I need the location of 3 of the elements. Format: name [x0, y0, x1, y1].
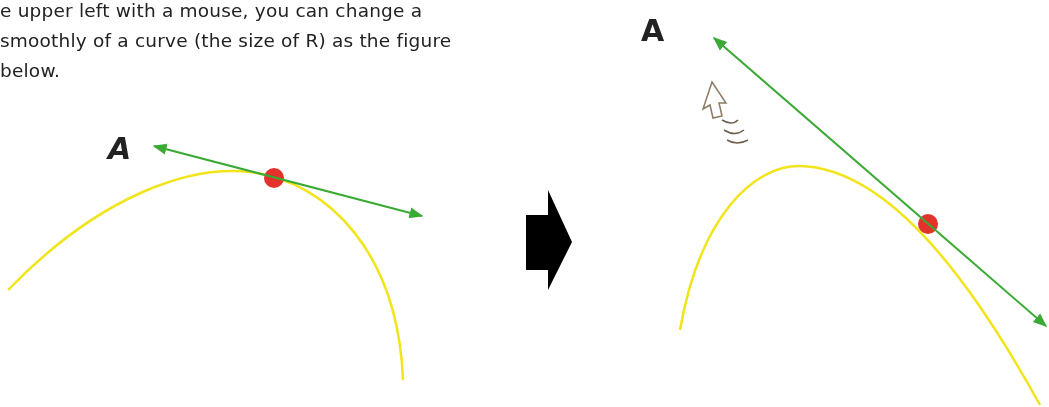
instruction-text: e upper left with a mouse, you can change a smoothly of a curve (the size of R) as the figure below.: [0, 0, 453, 83]
point-label: A: [641, 16, 665, 46]
point-label: A: [108, 134, 132, 164]
